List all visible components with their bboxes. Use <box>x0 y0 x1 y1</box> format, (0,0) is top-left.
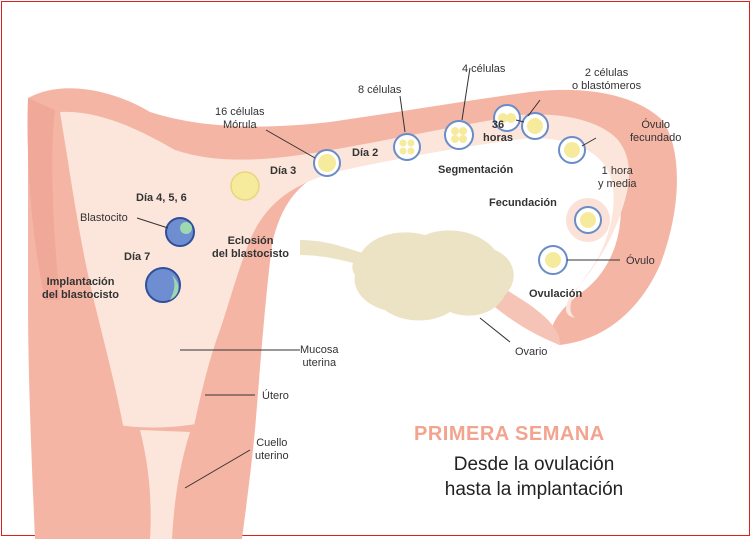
label-ovary: Ovario <box>515 346 547 359</box>
label-16-cells: 16 células Mórula <box>215 106 265 132</box>
egg-fertilized <box>575 207 601 233</box>
blastocyst-implanting <box>146 268 180 302</box>
label-cervix: Cuello uterino <box>255 437 289 463</box>
label-day-3: Día 3 <box>270 165 296 178</box>
label-hatching: Eclosión del blastocisto <box>212 235 289 261</box>
label-fertilized-ovum: Óvulo fecundado <box>630 119 681 145</box>
label-segmentation: Segmentación <box>438 164 513 177</box>
label-2-cells: 2 células o blastómeros <box>572 67 641 93</box>
label-8-cells: 8 células <box>358 84 401 97</box>
heading-first-week: PRIMERA SEMANA <box>414 423 605 446</box>
blastocyst-day456 <box>166 218 194 246</box>
zygote-36h <box>522 113 548 139</box>
label-day-2: Día 2 <box>352 147 378 160</box>
subtitle: Desde la ovulación hasta la implantación <box>413 452 655 502</box>
ovary <box>352 230 513 320</box>
label-day-456: Día 4, 5, 6 <box>136 192 187 205</box>
label-1h30: 1 hora y media <box>598 165 637 191</box>
label-ovum: Óvulo <box>626 255 655 268</box>
cell-8 <box>394 134 420 160</box>
label-blastocyte: Blastocito <box>80 212 128 225</box>
egg-ovulation <box>539 246 567 274</box>
label-4-cells: 4 células <box>462 63 505 76</box>
label-36-hours: 36 horas <box>483 119 513 145</box>
label-uterus: Útero <box>262 390 289 403</box>
label-uterine-mucosa: Mucosa uterina <box>300 344 339 370</box>
label-implantation: Implantación del blastocisto <box>42 276 119 302</box>
cell-4 <box>445 121 473 149</box>
morula-day3 <box>231 172 259 200</box>
morula-16 <box>314 150 340 176</box>
label-day-7: Día 7 <box>124 251 150 264</box>
zygote-1h30 <box>559 137 585 163</box>
label-fertilization: Fecundación <box>489 197 557 210</box>
label-ovulation: Ovulación <box>529 288 582 301</box>
